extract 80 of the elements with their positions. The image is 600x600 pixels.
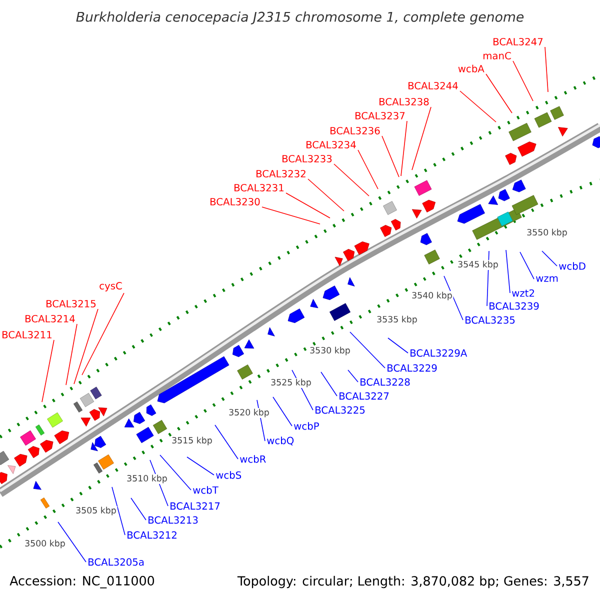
leader-line xyxy=(214,424,238,460)
gene-label: manC xyxy=(484,52,511,60)
leader-line xyxy=(334,164,370,196)
gene-label: wcbR xyxy=(240,455,266,463)
leader-line xyxy=(286,192,330,218)
gene-label: BCAL3247 xyxy=(494,38,543,46)
gene-label: BCAL3232 xyxy=(256,170,306,178)
leader-line xyxy=(400,120,408,176)
leader-line xyxy=(506,250,510,294)
scale-label: 3545 kbp xyxy=(456,260,500,270)
gene-label: BCAL3229A xyxy=(410,349,468,357)
gene-label: BCAL3217 xyxy=(170,502,220,510)
gene-label: wcbQ xyxy=(267,436,294,446)
gene-label: BCAL3235 xyxy=(466,316,515,324)
gene-label: BCAL3225 xyxy=(316,406,365,414)
leader-line xyxy=(160,454,192,490)
gene-label: wzm xyxy=(536,276,558,282)
leader-line xyxy=(544,46,548,92)
gene-label: BCAL3236 xyxy=(330,126,380,134)
gene-label: BCAL3244 xyxy=(408,82,458,90)
leader-line xyxy=(42,340,54,402)
leader-line xyxy=(262,206,320,224)
gene-label: BCAL3205a xyxy=(88,558,144,566)
scale-label: 3540 kbp xyxy=(410,291,454,301)
leader-line xyxy=(486,74,512,114)
gene-label: BCAL3238 xyxy=(380,98,429,106)
leader-line xyxy=(320,372,338,396)
title: Burkholderia cenocepacia J2315 chromosome 1, complete genome xyxy=(76,12,524,24)
footer-text: Topology: circular; Length: 3,870,082 bp; Genes: 3,557 xyxy=(237,576,588,588)
leader-line xyxy=(74,308,98,384)
leader-line xyxy=(388,338,408,354)
leader-line xyxy=(186,456,214,476)
gene-label: BCAL3228 xyxy=(360,378,410,386)
leader-line xyxy=(348,370,358,382)
gene-label: BCAL3211 xyxy=(2,330,52,338)
leader-line xyxy=(460,90,496,122)
scale-label: 3535 kbp xyxy=(376,315,418,325)
scale-label: 3500 kbp xyxy=(24,539,66,549)
leader-line xyxy=(66,324,78,386)
scale-label: 3525 kbp xyxy=(270,378,312,388)
leader-line xyxy=(512,60,534,102)
gene-label: wcbD xyxy=(559,262,586,270)
leader-line xyxy=(542,250,558,266)
leader-line xyxy=(444,276,464,320)
gene-label: BCAL3215 xyxy=(46,300,96,308)
gene-label: BCAL3227 xyxy=(340,392,389,400)
leader-line xyxy=(272,396,292,426)
leader-line xyxy=(82,292,124,376)
scale-label: 3520 kbp xyxy=(228,408,270,418)
scale-label: 3530 kbp xyxy=(308,346,352,356)
gene-label: wzt2 xyxy=(512,289,534,297)
gene-label: BCAL3237 xyxy=(356,112,405,120)
leader-line xyxy=(112,486,126,536)
gene-label: BCAL3214 xyxy=(26,314,75,322)
leader-line xyxy=(350,332,386,368)
scale-label: 3550 kbp xyxy=(526,228,568,238)
leader-line xyxy=(412,106,432,170)
scale-label: 3515 kbp xyxy=(170,436,214,446)
leader-line xyxy=(58,522,86,562)
leader-line xyxy=(308,178,344,212)
gene-label: BCAL3212 xyxy=(128,531,176,539)
gene-label: cysC xyxy=(100,282,122,292)
gene-label: wcbT xyxy=(193,486,218,494)
gene-label: wcbA xyxy=(458,64,484,72)
gene-label: wcbS xyxy=(216,471,242,479)
gene-label: BCAL3229 xyxy=(388,364,437,372)
scale-label: 3505 kbp xyxy=(74,506,118,516)
footer-text: Accession: NC_011000 xyxy=(10,576,154,588)
gene-label: BCAL3233 xyxy=(282,154,332,162)
scale-label: 3510 kbp xyxy=(126,474,168,484)
gene-label: BCAL3213 xyxy=(148,516,198,524)
gene-label: BCAL3239 xyxy=(490,302,539,310)
leader-line xyxy=(358,150,378,190)
leader-line xyxy=(130,498,146,520)
gene-label: wcbP xyxy=(294,422,319,430)
gene-label: BCAL3230 xyxy=(210,198,260,206)
gene-label: BCAL3234 xyxy=(306,140,356,148)
gene-label: BCAL3231 xyxy=(234,184,284,192)
leader-line xyxy=(382,136,400,178)
leader-line xyxy=(520,252,534,280)
